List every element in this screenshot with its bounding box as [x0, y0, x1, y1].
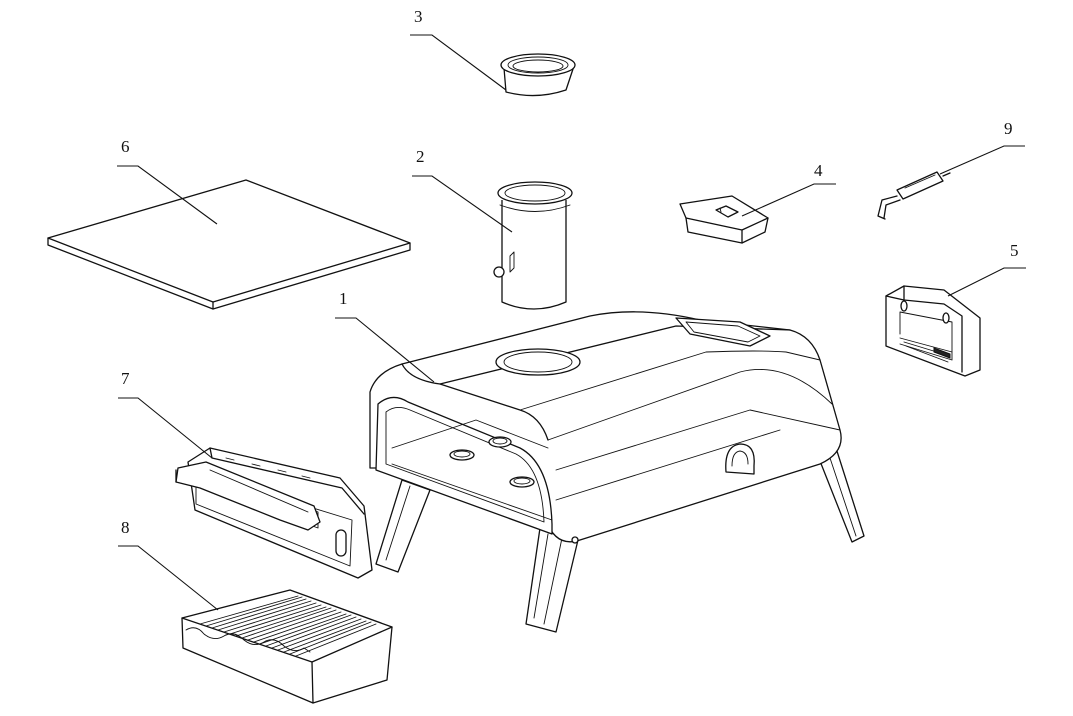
part-oven-body	[369, 311, 865, 633]
part-fuel-tray	[181, 589, 393, 704]
leader-lines	[117, 34, 1026, 611]
part-front-handle	[175, 447, 373, 579]
label-3: 3	[414, 7, 423, 26]
label-8: 8	[121, 518, 130, 537]
part-igniter-clip	[877, 171, 951, 220]
label-5: 5	[1010, 241, 1019, 260]
part-chimney	[493, 181, 573, 310]
label-9: 9	[1004, 119, 1013, 138]
part-chimney-cap	[500, 53, 576, 97]
label-2: 2	[416, 147, 425, 166]
part-rear-bracket	[885, 285, 981, 377]
label-4: 4	[814, 161, 823, 180]
callout-labels: 3 2 6 1 4 9 5 7 8	[121, 7, 1019, 537]
label-6: 6	[121, 137, 130, 156]
label-1: 1	[339, 289, 348, 308]
part-cover-plate	[679, 195, 769, 244]
part-pizza-stone	[47, 179, 411, 310]
label-7: 7	[121, 369, 130, 388]
